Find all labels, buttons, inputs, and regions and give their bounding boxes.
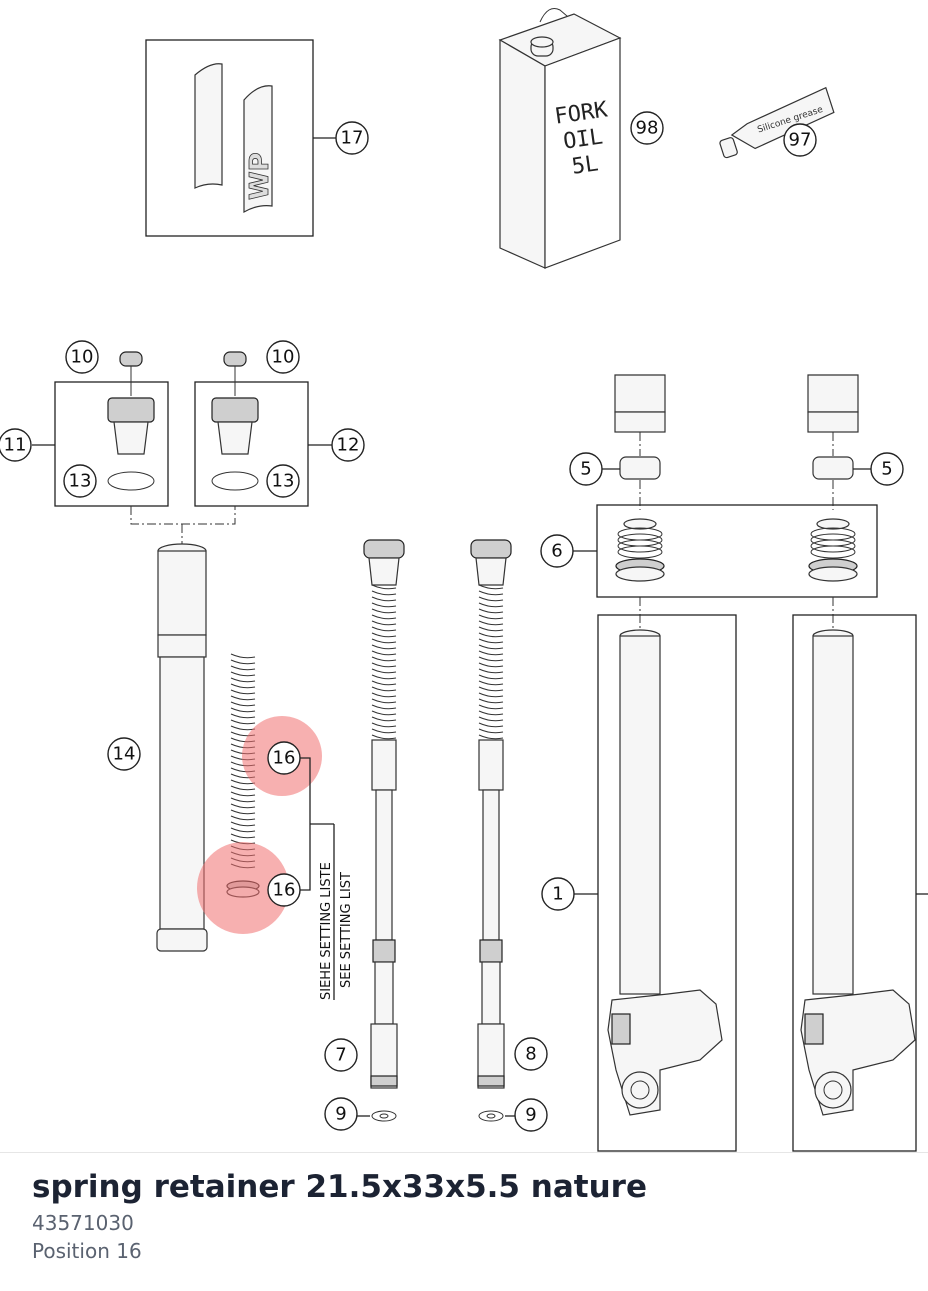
upper-tube-stub-right <box>807 374 859 433</box>
svg-text:10: 10 <box>71 347 94 368</box>
part-info-panel: spring retainer 21.5x33x5.5 nature 43571… <box>0 1152 928 1291</box>
callout-13-left[interactable]: 13 <box>63 464 97 498</box>
callout-97[interactable]: 97 <box>783 123 817 157</box>
highlight-position-16-lower <box>197 842 289 934</box>
svg-text:6: 6 <box>551 541 562 562</box>
svg-text:9: 9 <box>525 1105 536 1126</box>
decal-set-illustration: WP <box>145 39 336 237</box>
part-number: 43571030 <box>32 1211 134 1235</box>
callout-9-left[interactable]: 9 <box>324 1097 358 1131</box>
svg-text:16: 16 <box>273 880 296 901</box>
callout-16-lower[interactable]: 16 <box>267 873 301 907</box>
fork-cap-left-box <box>32 351 169 507</box>
guide-bushing-right <box>812 456 854 480</box>
svg-text:8: 8 <box>525 1044 536 1065</box>
callout-5-right[interactable]: 5 <box>870 452 904 486</box>
svg-text:7: 7 <box>335 1045 346 1066</box>
svg-text:17: 17 <box>341 128 364 149</box>
fork-leg-right-box <box>792 614 917 1152</box>
silicone-grease-tube-illustration: Silicone grease <box>719 86 835 159</box>
fork-leg-left-box <box>597 614 737 1152</box>
callout-1[interactable]: 1 <box>541 877 575 911</box>
svg-text:98: 98 <box>636 118 659 139</box>
washer-right-illustration <box>478 1110 504 1122</box>
callout-10-right[interactable]: 10 <box>266 340 300 374</box>
fork-oil-can-illustration: FORK OIL 5L <box>498 8 622 269</box>
fork-leg-right-illustration <box>800 629 916 1116</box>
callout-9-right[interactable]: 9 <box>514 1098 548 1132</box>
wp-brand-mark: WP <box>245 152 275 200</box>
can-label-line2: OIL <box>562 124 605 154</box>
upper-tube-stub-left <box>614 374 666 433</box>
callout-8[interactable]: 8 <box>514 1037 548 1071</box>
fork-leg-left-illustration <box>607 629 723 1116</box>
svg-text:97: 97 <box>789 130 812 151</box>
callout-14[interactable]: 14 <box>107 737 141 771</box>
damping-cartridge-right <box>470 539 512 1089</box>
svg-text:16: 16 <box>273 748 296 769</box>
exploded-parts-diagram: WP 17 FORK OIL 5L 98 Silicone grease 97 <box>0 8 928 1152</box>
callout-16-upper[interactable]: 16 <box>267 741 301 775</box>
svg-text:9: 9 <box>335 1104 346 1125</box>
callout-6[interactable]: 6 <box>540 534 574 568</box>
callout-10-left[interactable]: 10 <box>65 340 99 374</box>
svg-text:11: 11 <box>4 435 27 456</box>
callout-17[interactable]: 17 <box>335 121 369 155</box>
callout-13-right[interactable]: 13 <box>266 464 300 498</box>
callout-5-left[interactable]: 5 <box>569 452 603 486</box>
seal-kit-right <box>808 518 858 582</box>
outer-tube-illustration <box>156 543 208 952</box>
fork-cap-right-box <box>194 351 332 507</box>
can-label-line3: 5L <box>570 151 600 179</box>
setting-note-english: SEE SETTING LIST <box>339 872 354 988</box>
svg-text:12: 12 <box>337 435 360 456</box>
setting-note-german: SIEHE SETTING LISTE <box>319 862 334 1000</box>
svg-text:13: 13 <box>69 471 92 492</box>
washer-left-illustration <box>371 1110 397 1122</box>
svg-text:13: 13 <box>272 471 295 492</box>
part-name: spring retainer 21.5x33x5.5 nature <box>32 1169 647 1205</box>
callout-11[interactable]: 11 <box>0 428 32 462</box>
svg-text:14: 14 <box>113 744 136 765</box>
svg-text:10: 10 <box>272 347 295 368</box>
callout-12[interactable]: 12 <box>331 428 365 462</box>
svg-text:5: 5 <box>580 459 591 480</box>
callout-7[interactable]: 7 <box>324 1038 358 1072</box>
damping-cartridge-left <box>363 539 405 1089</box>
guide-bushing-left <box>619 456 661 480</box>
svg-text:1: 1 <box>552 884 563 905</box>
seal-kit-left <box>615 518 665 582</box>
part-position: Position 16 <box>32 1239 142 1263</box>
svg-text:5: 5 <box>881 459 892 480</box>
callout-98[interactable]: 98 <box>630 111 664 145</box>
